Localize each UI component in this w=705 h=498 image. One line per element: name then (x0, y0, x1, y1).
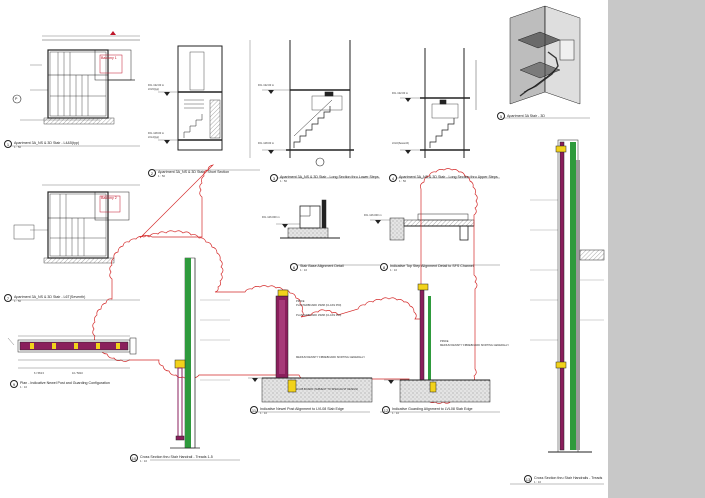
drawing-number-13: 13 (524, 475, 532, 483)
drawing-title-3: Apartment 3A_NS & 3D Stair - Long Sectio… (280, 175, 379, 179)
level-ffl-2: FFL 128.00 m (148, 132, 165, 135)
cross-section-treads-1-5 (150, 257, 240, 461)
plan-newel-post (7, 335, 137, 369)
drawing-scale-12: 1 : 10 (392, 411, 399, 415)
dimension-1: 6 / 563 0 (34, 372, 45, 375)
drawing-title-10: Cross Section thru Stair Handrail - Trea… (140, 455, 213, 459)
drawing-title-4: Apartment 3A_NS & 3D Stair - Long Sectio… (399, 175, 498, 179)
drawing-scale-3: 1 : 50 (280, 179, 287, 183)
drawing-number-5: 5 (497, 112, 505, 120)
level-ffl-3: FFL 132.00 m (258, 84, 275, 87)
drawing-scale-2: 1 : 50 (158, 174, 165, 178)
drawing-number-7: 7 (4, 294, 12, 302)
note-fire-2: P360/E (440, 340, 449, 343)
drawing-scale-11: 1 : 10 (260, 411, 267, 415)
drawing-title-13: Cross Section thru Stair Handrails - Tre… (534, 476, 603, 480)
drawing-title-12: Indicative Guarding Alignment to LVL08 S… (392, 407, 473, 411)
drawing-number-12: 12 (382, 406, 390, 414)
note-plaster-1: PLASTERBOARD 15MM (CLASS P60) (296, 304, 342, 307)
note-lvl-board: LVL08 BOARD (SUBJECT TO SPECIALIST DESIG… (296, 388, 359, 391)
drawing-number-9: 9 (10, 380, 18, 388)
stair-3d-view (500, 5, 590, 119)
balcony-label-2: Balcony 2 (101, 196, 117, 200)
level-ffl-5: FFL 132.00 m (392, 92, 409, 95)
plan-l45 (10, 31, 140, 147)
grid-marker-p: P (15, 97, 18, 101)
level-lvl4: LVL4(typ) (148, 136, 160, 139)
drawing-number-2: 2 (148, 169, 156, 177)
level-lvl6: LVL6(Seventh) (392, 142, 410, 145)
note-medium-1: MEDIUM DENSITY FIBREBOARD SKIRTING GENER… (296, 356, 366, 359)
guarding-slab-edge (380, 283, 500, 413)
drawing-number-1: 1 (4, 140, 12, 148)
drawing-title-1: Apartment 3A_NS & 3D Stair - L4&5(typ) (14, 141, 80, 145)
long-section-lower (249, 40, 380, 179)
level-lvl5: LVL5(typ) (148, 88, 160, 91)
drawing-scale-7: 1 : 50 (14, 299, 21, 303)
drawing-title-5: Apartment 3A Stair - 3D (507, 114, 545, 118)
sheet-side-panel (608, 0, 705, 498)
drawing-title-2: Apartment 3A_NS & 3D Stair - Short Secti… (158, 170, 230, 174)
newel-post-slab-edge (248, 289, 373, 413)
note-fire-1: P360/E (296, 300, 305, 303)
drawing-number-11: 11 (250, 406, 258, 414)
drawing-title-9: Plan - Indicative Newel Post and Guardin… (20, 381, 110, 385)
note-medium-2: MEDIUM DENSITY FIBREBOARD SKIRTING GENER… (440, 344, 510, 347)
balcony-label-1: Balcony 1 (101, 56, 117, 60)
revision-cloud (92, 164, 478, 404)
drawing-number-10: 10 (130, 454, 138, 462)
dimension-2: 10 / 5610 (72, 372, 83, 375)
top-step-detail (370, 213, 500, 266)
level-ffl-4: FFL 128.00 m (258, 142, 275, 145)
drawing-number-8: 8 (380, 263, 388, 271)
plan-l6 (10, 184, 140, 301)
drawing-title-6: Stair Base Alignment Detail (300, 264, 344, 268)
short-section (150, 45, 260, 171)
drawing-title-8: Indicative Top Step Alignment Detail to … (390, 264, 474, 268)
drawing-number-3: 3 (270, 174, 278, 182)
drawing-scale-10: 1 : 10 (140, 459, 147, 463)
drawing-scale-6: 1 : 10 (300, 268, 307, 272)
drawing-scale-9: 1 : 10 (20, 385, 27, 389)
drawing-number-4: 4 (389, 174, 397, 182)
cross-section-handrails (510, 139, 605, 485)
drawing-scale-8: 1 : 10 (390, 268, 397, 272)
drawing-scale-4: 1 : 50 (399, 179, 406, 183)
level-ffl-6: FFL 126.000 m (262, 216, 280, 219)
note-plaster-2: PLASTERBOARD 15MM (CLASS P60) (296, 314, 342, 317)
long-section-upper (390, 48, 500, 179)
drawing-title-11: Indicative Newel Post Alignment to LVL08… (260, 407, 344, 411)
level-ffl-7: FFL 126.000 m (364, 214, 382, 217)
drawing-title-7: Apartment 3A_NS & 3D Stair - L6T(Seventh… (14, 295, 86, 299)
drawing-scale-13: 1 : 10 (534, 480, 541, 484)
level-ffl-1: FFL 132.00 m (148, 84, 165, 87)
drawing-number-6: 6 (290, 263, 298, 271)
base-alignment-detail (276, 199, 380, 266)
drawing-scale-1: 1 : 50 (14, 145, 21, 149)
